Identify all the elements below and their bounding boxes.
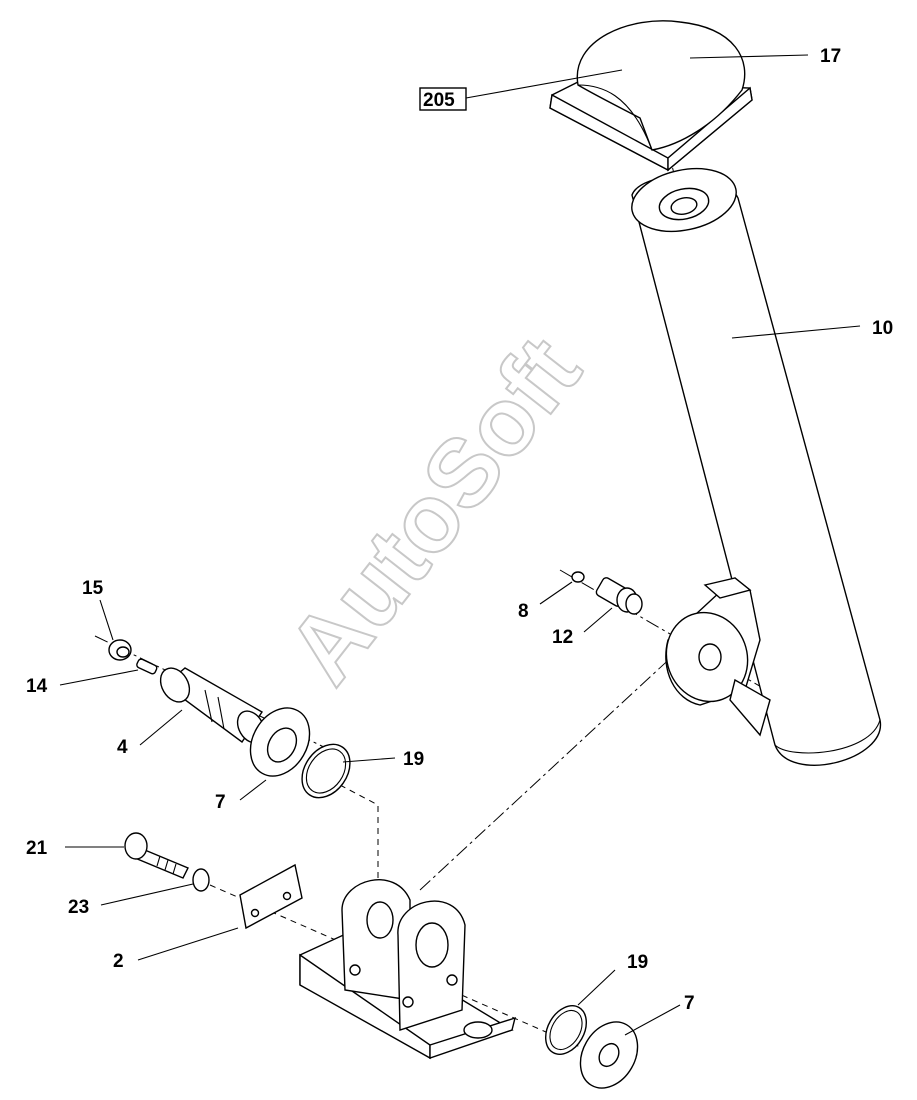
leader-19a	[342, 757, 396, 763]
part-2-plate	[239, 863, 303, 930]
bracket-base	[299, 879, 516, 1060]
part-14-grease-nipple	[136, 658, 158, 675]
leader-2	[137, 927, 239, 961]
callout-8: 8	[518, 601, 529, 622]
part-7-washer-upper	[249, 707, 311, 777]
callout-14: 14	[26, 676, 48, 697]
callout-19b: 19	[627, 952, 648, 973]
leader-7b	[624, 1004, 681, 1036]
leader-15	[99, 599, 114, 641]
leader-8	[539, 581, 573, 605]
callout-7a: 7	[215, 792, 226, 813]
callout-15: 15	[82, 578, 104, 599]
leader-205	[465, 69, 623, 99]
leader-7a	[239, 779, 267, 801]
part-19-ring-upper	[301, 743, 351, 799]
part-17-head-cap	[549, 20, 753, 172]
part-15-cap	[108, 639, 132, 661]
callout-205: 205	[423, 90, 455, 111]
part-4-pin	[159, 667, 266, 744]
callout-21: 21	[26, 838, 48, 859]
part-10-cylinder	[631, 167, 881, 766]
part-8-small-washer	[571, 571, 585, 583]
part-7-washer-lower	[579, 1021, 639, 1089]
centerline-cylinder	[419, 639, 691, 891]
leader-12	[583, 607, 613, 633]
callout-4: 4	[117, 737, 128, 758]
callout-7b: 7	[684, 993, 695, 1014]
leader-17	[689, 54, 809, 59]
callout-23: 23	[68, 897, 89, 918]
part-23-washer	[192, 868, 210, 892]
part-12-fitting	[595, 577, 643, 615]
dash-line-seal	[339, 784, 379, 900]
part-21-bolt	[124, 832, 189, 879]
callout-205-box	[419, 87, 467, 111]
leader-4	[139, 709, 183, 746]
leader-19b	[577, 969, 616, 1006]
part-19-ring-lower	[545, 1005, 587, 1055]
leader-23	[100, 883, 194, 906]
dash-line-bolt	[209, 884, 611, 1061]
callout-10: 10	[872, 318, 893, 339]
watermark-text: AutoSoft	[267, 318, 601, 703]
callout-17: 17	[820, 46, 841, 67]
leader-14	[59, 669, 139, 686]
leader-10	[731, 325, 861, 339]
callout-2: 2	[113, 951, 124, 972]
callout-12: 12	[552, 627, 573, 648]
cylinder-clevis-eye	[665, 577, 771, 737]
callout-19a: 19	[403, 749, 424, 770]
